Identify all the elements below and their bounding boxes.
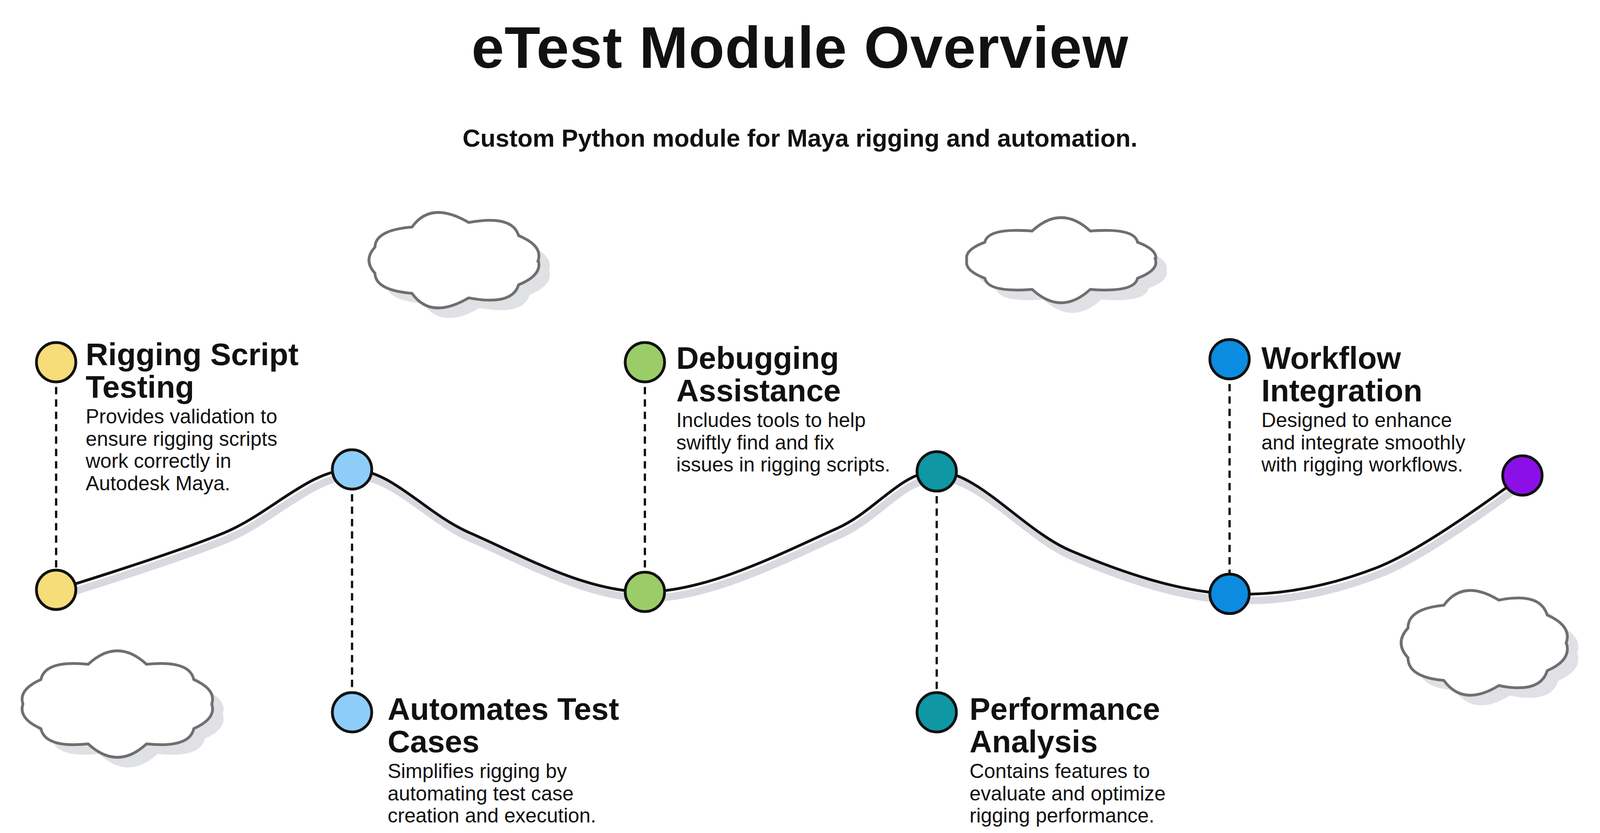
- feature-item: Performance AnalysisContains features to…: [969, 692, 1208, 828]
- feature-description: Includes tools to help swiftly find and …: [676, 409, 897, 476]
- feature-heading: Performance Analysis: [969, 692, 1208, 758]
- marker-dot: [1210, 574, 1250, 614]
- marker-dot: [1210, 339, 1250, 379]
- leader-line: [643, 362, 647, 592]
- feature-description: Simplifies rigging by automating test ca…: [387, 760, 617, 827]
- leader-line: [1228, 359, 1231, 594]
- cloud: [1401, 590, 1568, 696]
- marker-dot: [624, 572, 665, 612]
- marker-dot: [916, 451, 957, 492]
- marker-dot: [36, 342, 76, 383]
- subtitle: Custom Python module for Maya rigging an…: [0, 123, 1600, 153]
- cloud: [368, 212, 539, 308]
- feature-item: Workflow IntegrationDesigned to enhance …: [1261, 341, 1491, 477]
- leader-line: [350, 469, 354, 713]
- leader-line: [54, 362, 58, 591]
- feature-item: Rigging Script TestingProvides validatio…: [85, 338, 343, 495]
- marker-dot: [36, 569, 76, 610]
- feature-heading: Workflow Integration: [1261, 341, 1491, 407]
- feature-description: Provides validation to ensure rigging sc…: [85, 405, 315, 495]
- marker-dot: [332, 449, 372, 489]
- cloud: [966, 217, 1156, 303]
- feature-heading: Debugging Assistance: [676, 341, 906, 407]
- cloud: [21, 650, 213, 758]
- leader-line: [935, 471, 938, 713]
- feature-item: Automates Test CasesSimplifies rigging b…: [387, 692, 663, 828]
- feature-heading: Rigging Script Testing: [85, 338, 343, 403]
- marker-dot: [624, 342, 665, 383]
- marker-dot: [332, 692, 372, 732]
- feature-item: Debugging AssistanceIncludes tools to he…: [676, 341, 906, 477]
- wave-shadow: [58, 475, 1525, 601]
- marker-dot: [916, 692, 957, 732]
- feature-description: Contains features to evaluate and optimi…: [969, 760, 1199, 827]
- feature-heading: Automates Test Cases: [387, 692, 663, 758]
- end-dot: [1502, 455, 1543, 496]
- feature-description: Designed to enhance and integrate smooth…: [1261, 409, 1491, 476]
- title: eTest Module Overview: [0, 13, 1600, 82]
- wave-line: [55, 469, 1523, 594]
